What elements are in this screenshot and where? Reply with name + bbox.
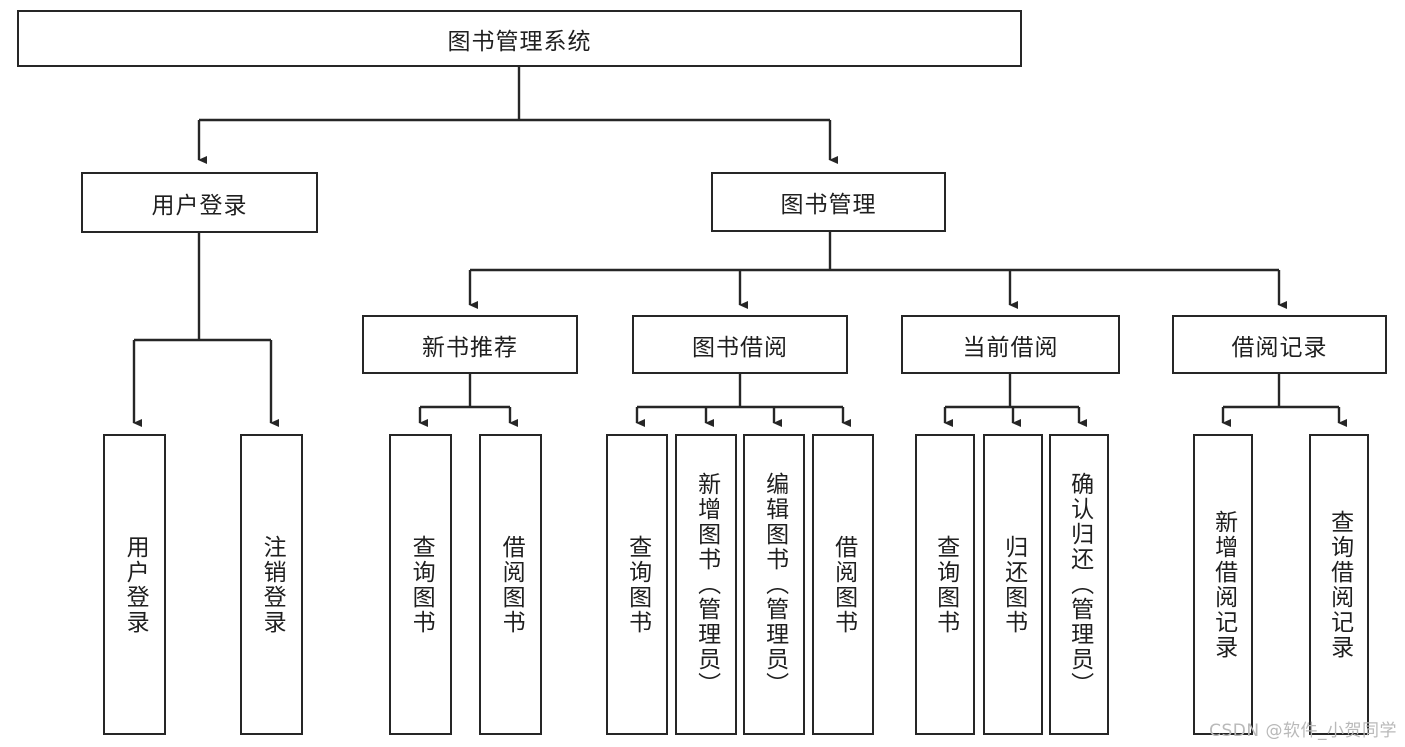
- leaf-book-borrow-3[interactable]: 借阅图书: [812, 434, 874, 735]
- leaf-current-borrow-2-label: 确认归还（管理员）: [1066, 472, 1093, 697]
- leaf-book-borrow-1-label: 新增图书（管理员）: [693, 472, 720, 697]
- leaf-new-book-recommend-1[interactable]: 借阅图书: [479, 434, 542, 735]
- leaf-book-borrow-2[interactable]: 编辑图书（管理员）: [743, 434, 805, 735]
- leaf-new-book-recommend-1-label: 借阅图书: [498, 534, 525, 635]
- leaf-book-borrow-3-label: 借阅图书: [830, 534, 857, 635]
- leaf-book-borrow-2-label: 编辑图书（管理员）: [761, 472, 788, 697]
- node-borrow-record[interactable]: 借阅记录: [1172, 315, 1387, 374]
- leaf-borrow-record-0-label: 新增借阅记录: [1210, 509, 1237, 660]
- node-book-manage-label: 图书管理: [780, 192, 877, 218]
- leaf-current-borrow-1[interactable]: 归还图书: [983, 434, 1043, 735]
- node-current-borrow-label: 当前借阅: [962, 334, 1059, 361]
- leaf-borrow-record-1-label: 查询借阅记录: [1326, 509, 1353, 660]
- leaf-user-login-1[interactable]: 注销登录: [240, 434, 303, 735]
- leaf-book-borrow-1[interactable]: 新增图书（管理员）: [675, 434, 737, 735]
- leaf-user-login-0-label: 用户登录: [122, 534, 149, 635]
- node-new-book-recommend-label: 新书推荐: [422, 334, 518, 361]
- leaf-book-borrow-0-label: 查询图书: [624, 534, 651, 635]
- leaf-current-borrow-0-label: 查询图书: [932, 534, 959, 635]
- leaf-current-borrow-1-label: 归还图书: [1000, 534, 1027, 635]
- node-book-borrow[interactable]: 图书借阅: [632, 315, 848, 374]
- node-borrow-record-label: 借阅记录: [1231, 334, 1328, 361]
- node-current-borrow[interactable]: 当前借阅: [901, 315, 1120, 374]
- node-root-label: 图书管理系统: [447, 28, 592, 55]
- leaf-user-login-1-label: 注销登录: [259, 534, 286, 635]
- leaf-new-book-recommend-0-label: 查询图书: [408, 534, 435, 635]
- watermark: CSDN @软件_小贺同学: [1209, 721, 1397, 741]
- leaf-current-borrow-2[interactable]: 确认归还（管理员）: [1049, 434, 1109, 735]
- node-root[interactable]: 图书管理系统: [17, 10, 1022, 67]
- leaf-borrow-record-1[interactable]: 查询借阅记录: [1309, 434, 1369, 735]
- node-user-login-label: 用户登录: [151, 192, 248, 219]
- node-user-login[interactable]: 用户登录: [81, 172, 318, 233]
- leaf-new-book-recommend-0[interactable]: 查询图书: [389, 434, 452, 735]
- leaf-current-borrow-0[interactable]: 查询图书: [915, 434, 975, 735]
- leaf-user-login-0[interactable]: 用户登录: [103, 434, 166, 735]
- leaf-book-borrow-0[interactable]: 查询图书: [606, 434, 668, 735]
- node-book-manage[interactable]: 图书管理: [711, 172, 946, 232]
- leaf-borrow-record-0[interactable]: 新增借阅记录: [1193, 434, 1253, 735]
- node-new-book-recommend[interactable]: 新书推荐: [362, 315, 578, 374]
- node-book-borrow-label: 图书借阅: [692, 334, 788, 361]
